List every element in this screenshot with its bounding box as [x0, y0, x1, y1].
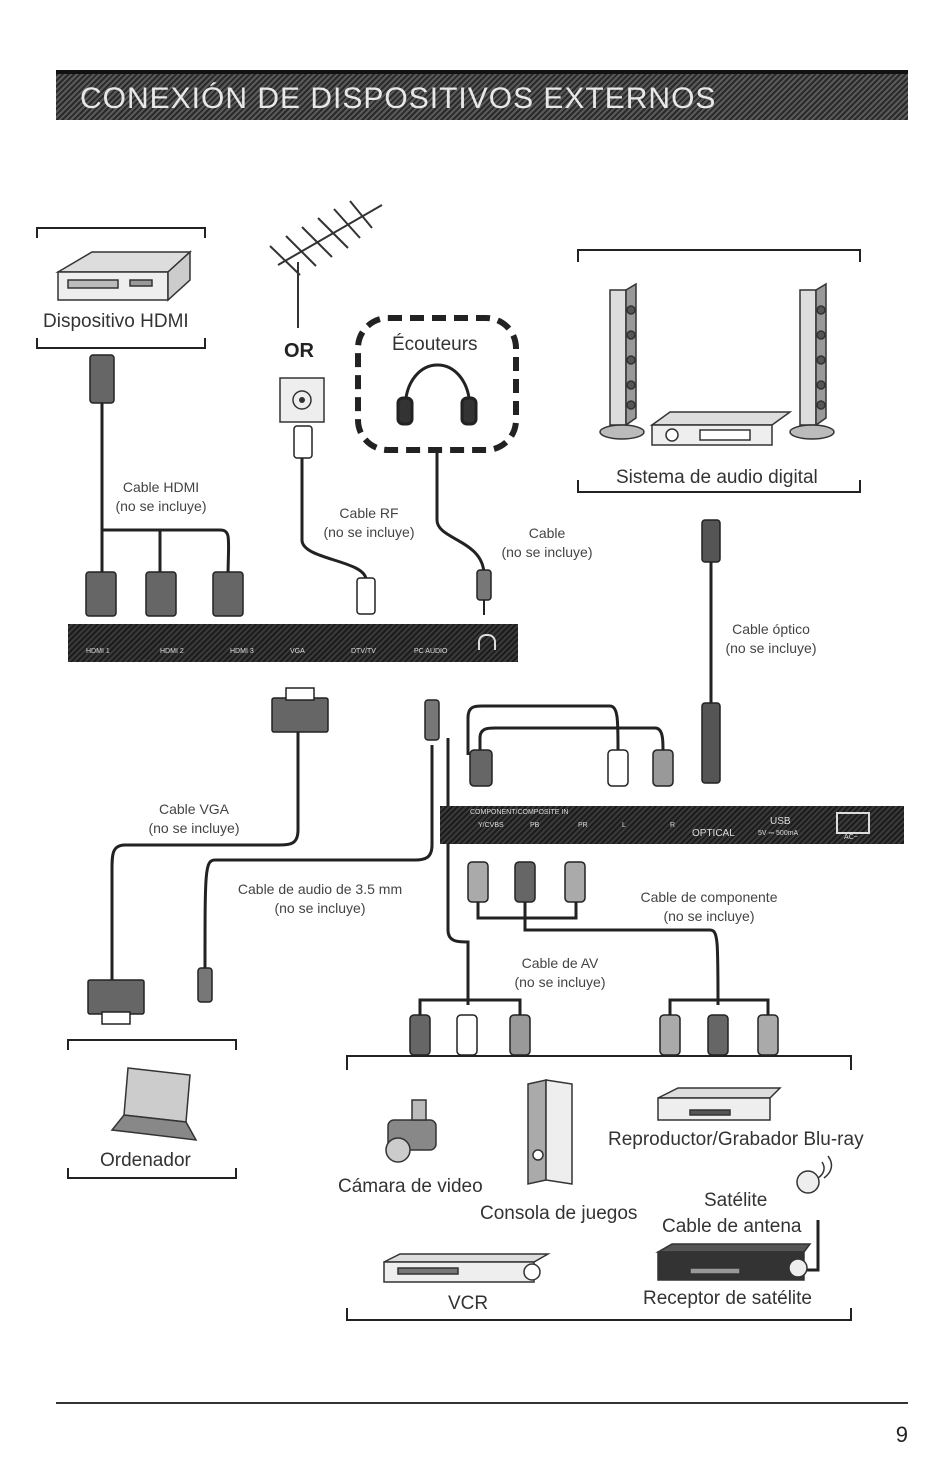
cable-name: Cable HDMI — [122, 479, 200, 495]
cable-name: Cable VGA — [158, 801, 230, 817]
hdmi-device-label: Dispositivo HDMI — [43, 311, 189, 332]
rear-panel-side: COMPONENT/COMPOSITE IN Y/CVBS PB PR L R … — [440, 806, 904, 844]
wall-socket-icon — [279, 377, 325, 423]
cable-note: (no se incluye) — [501, 544, 593, 560]
cable-name: Cable — [528, 525, 566, 541]
cable-note: (no se incluye) — [663, 908, 755, 924]
rca-plug-icons — [409, 749, 779, 1056]
cable-name: Cable óptico — [732, 621, 810, 637]
satellite-receiver-label: Receptor de satélite — [643, 1288, 812, 1309]
vcr-label: VCR — [448, 1293, 489, 1314]
rf-plug-icons — [293, 425, 376, 615]
satellite-receiver-icon — [655, 1243, 812, 1281]
footer-rule — [56, 1402, 908, 1404]
laptop-icon — [110, 1067, 198, 1141]
speaker-left-icon — [599, 282, 645, 440]
hdmi-cable-label: Cable HDMI (no se incluye) — [106, 478, 216, 516]
game-console-label: Consola de juegos — [480, 1203, 638, 1224]
camcorder-label: Cámara de video — [338, 1176, 483, 1197]
headphones-icon — [396, 363, 478, 426]
cable-name: Cable RF — [339, 505, 399, 521]
headphones-label: Écouteurs — [392, 334, 478, 355]
or-label: OR — [284, 340, 314, 362]
port-label: L — [622, 822, 626, 829]
headphone-port-icon — [478, 634, 496, 650]
av-cable-label: Cable de AV (no se incluye) — [500, 954, 620, 992]
audio35-cable-label: Cable de audio de 3.5 mm (no se incluye) — [222, 880, 418, 918]
title-bar: CONEXIÓN DE DISPOSITIVOS EXTERNOS — [56, 70, 908, 120]
page-title: CONEXIÓN DE DISPOSITIVOS EXTERNOS — [80, 82, 717, 115]
headphone-cable-label: Cable (no se incluye) — [492, 524, 602, 562]
audio-plug-icons — [197, 569, 492, 1003]
port-label: HDMI 2 — [160, 648, 184, 655]
satellite-label: Satélite — [704, 1190, 768, 1211]
cable-note: (no se incluye) — [148, 820, 240, 836]
port-label: VGA — [290, 648, 305, 655]
cable-name: Cable de AV — [521, 955, 599, 971]
computer-label: Ordenador — [100, 1150, 191, 1171]
port-label: PB — [530, 822, 540, 829]
usb-spec-label: 5V ⎓ 500mA — [758, 830, 799, 837]
page-number: 9 — [895, 1422, 908, 1447]
cable-note: (no se incluye) — [274, 900, 366, 916]
optical-plug-icons — [701, 519, 721, 784]
camcorder-icon — [385, 1099, 437, 1163]
satellite-dish-icon — [796, 1155, 833, 1194]
bluray-player-icon — [657, 1087, 782, 1121]
ac-port-icon — [836, 812, 870, 834]
component-header: COMPONENT/COMPOSITE IN — [470, 809, 569, 816]
port-label: DTV/TV — [351, 648, 376, 655]
antenna-icon — [269, 200, 383, 328]
speaker-right-icon — [789, 282, 835, 440]
port-label: Y/CVBS — [478, 822, 504, 829]
cable-note: (no se incluye) — [323, 524, 415, 540]
cable-name: Cable de audio de 3.5 mm — [237, 881, 403, 897]
game-console-icon — [527, 1079, 573, 1185]
port-label: R — [670, 822, 676, 829]
optical-cable-label: Cable óptico (no se incluye) — [716, 620, 826, 658]
ac-port-label: AC~ — [844, 834, 858, 841]
port-label: HDMI 3 — [230, 648, 254, 655]
port-label: HDMI 1 — [86, 648, 110, 655]
rear-panel-top: HDMI 1 HDMI 2 HDMI 3 VGA DTV/TV PC AUDIO — [68, 624, 518, 662]
vga-cable-label: Cable VGA (no se incluye) — [134, 800, 254, 838]
antenna-cable-label: Cable de antena — [662, 1216, 802, 1237]
vcr-icon — [383, 1253, 551, 1283]
vga-plug-icons — [87, 687, 329, 1025]
audio-receiver-icon — [649, 411, 793, 446]
rf-cable-label: Cable RF (no se incluye) — [314, 504, 424, 542]
cable-note: (no se incluye) — [115, 498, 207, 514]
port-label: PC AUDIO — [414, 648, 448, 655]
usb-port-label: USB — [770, 816, 791, 827]
cable-name: Cable de componente — [640, 889, 778, 905]
bluray-label: Reproductor/Grabador Blu-ray — [608, 1129, 864, 1150]
audio-system-label: Sistema de audio digital — [616, 467, 818, 488]
hdmi-device-icon — [55, 250, 192, 302]
cable-note: (no se incluye) — [514, 974, 606, 990]
component-cable-label: Cable de componente (no se incluye) — [626, 888, 792, 926]
optical-port-label: OPTICAL — [692, 828, 735, 839]
hdmi-plug-icons — [85, 354, 244, 617]
port-label: PR — [578, 822, 588, 829]
cable-note: (no se incluye) — [725, 640, 817, 656]
